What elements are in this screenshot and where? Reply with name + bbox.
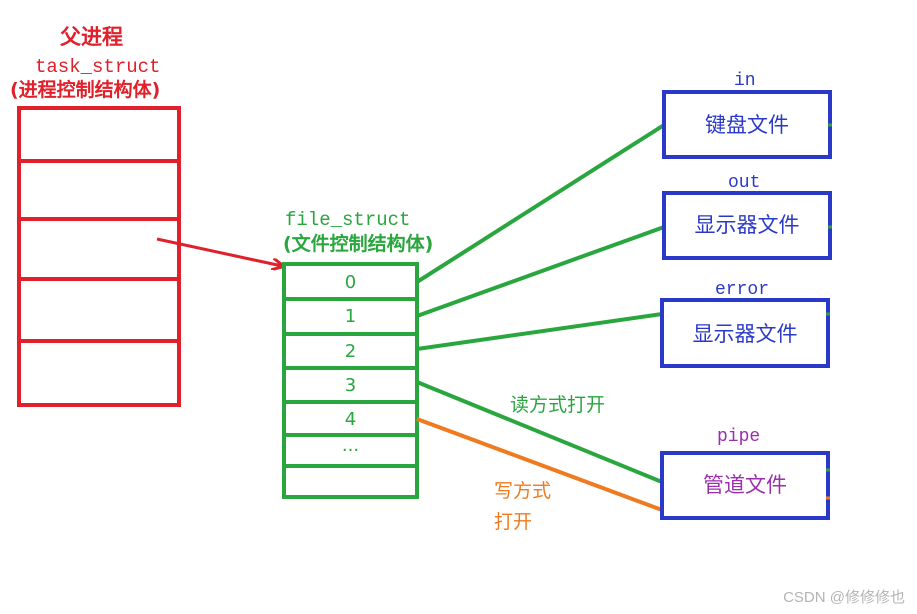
parent-process-title: 父进程 bbox=[60, 25, 123, 49]
read-mode-label: 读方式打开 bbox=[510, 394, 606, 416]
stream-out-label: out bbox=[728, 173, 761, 193]
fd-0: 0 bbox=[344, 272, 357, 293]
fd1-to-display bbox=[416, 225, 665, 318]
display-file-text-out: 显示器文件 bbox=[694, 213, 800, 237]
file-struct-desc: (文件控制结构体) bbox=[283, 233, 434, 255]
display-file-box-error bbox=[660, 298, 830, 368]
display-file-text-error: 显示器文件 bbox=[692, 322, 798, 346]
file-struct-table bbox=[282, 262, 419, 499]
fd-more: ... bbox=[341, 435, 360, 456]
fd-3: 3 bbox=[344, 375, 357, 396]
pipe-file-box bbox=[660, 451, 830, 520]
pipe-file-text: 管道文件 bbox=[703, 473, 787, 497]
fd2-to-display bbox=[416, 312, 663, 351]
watermark: CSDN @修修修也 bbox=[783, 589, 905, 606]
keyboard-file-text: 键盘文件 bbox=[705, 113, 789, 137]
write-mode-label: 写方式 bbox=[494, 480, 552, 502]
stream-pipe-label: pipe bbox=[717, 427, 761, 447]
task-struct-table bbox=[17, 106, 181, 407]
fd4-to-pipe-write bbox=[416, 417, 663, 512]
fd3-to-pipe-read bbox=[416, 380, 663, 484]
stream-in-label: in bbox=[734, 71, 756, 91]
stream-error-label: error bbox=[715, 280, 770, 300]
task-struct-desc: (进程控制结构体) bbox=[10, 79, 161, 101]
fd-2: 2 bbox=[344, 341, 357, 362]
file-struct-label: file_struct bbox=[285, 209, 411, 231]
files-pointer-arrow bbox=[156, 237, 282, 266]
fd0-to-keyboard bbox=[415, 123, 666, 284]
task-struct-label: task_struct bbox=[35, 56, 161, 78]
fd-4: 4 bbox=[344, 409, 357, 430]
fd-1: 1 bbox=[344, 306, 357, 327]
write-mode-label-line2: 打开 bbox=[494, 511, 533, 533]
